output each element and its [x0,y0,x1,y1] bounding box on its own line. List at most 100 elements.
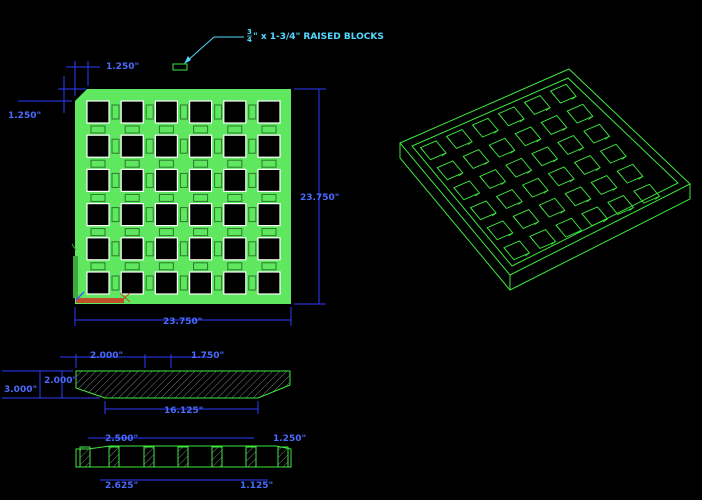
iso-block-edge [441,152,447,157]
iso-block-edge [600,150,606,157]
iso-block-cell [557,135,585,155]
plan-rib-h [248,207,257,223]
iso-block-edge [581,213,587,219]
iso-block-cell [531,146,559,167]
dim-plan-width: 23.750" [163,317,202,327]
iso-block-edge [588,115,594,120]
plan-rib-v [261,228,277,237]
callout-frac-num: 3 [247,28,252,36]
iso-block-edge [543,189,549,194]
iso-block-edge [552,158,558,163]
section-view: 2.000" 1.750" 3.000" 2.000" 16.125" [2,351,291,416]
callout-leader [185,36,215,63]
plan-rib-v [124,193,140,202]
plan-rib-h [179,138,188,154]
iso-block-cell [555,217,583,238]
dim-block-top-left: 2.500" [105,434,138,444]
iso-block-edge [628,207,634,212]
iso-block-edge [479,176,485,182]
plan-rib-h [111,207,120,223]
iso-block-edge [574,162,580,168]
dim-section-left-outer: 3.000" [4,385,37,395]
plan-block-inner [158,138,175,155]
plan-dimensions [18,61,326,326]
iso-block-edge [633,190,639,197]
plan-block-inner [158,104,175,120]
iso-block-cell [436,160,464,181]
plan-rib-v [227,159,243,168]
plan-rib-v [193,193,209,202]
iso-block-cell [486,220,514,241]
plan-block-inner [124,275,141,291]
section-profile [75,370,291,399]
plan-rib-v [158,193,174,202]
iso-block-grid [419,83,661,261]
plan-rib-v [261,159,277,168]
plan-block-inner [192,206,209,223]
block-section-block [177,446,189,468]
callout-label: " x 1-3/4" RAISED BLOCKS [253,32,384,42]
plan-block-inner [261,206,277,223]
plan-block-inner [192,275,209,291]
block-section-block [245,446,257,468]
plan-rib-h [179,241,188,257]
plan-block-inner [158,275,175,291]
plan-block-inner [124,172,141,189]
iso-block-edge [638,175,644,180]
iso-block-edge [503,247,509,253]
plan-block-inner [90,104,106,120]
iso-block-edge [612,187,618,192]
plan-rib-v [90,125,106,134]
plan-block-inner [90,138,106,155]
plan-block-inner [192,104,209,120]
iso-block-edge [560,209,566,214]
iso-block-edge [526,169,532,174]
plan-rib-h [248,138,257,154]
iso-block-cell [549,83,577,104]
iso-block-cell [590,175,618,195]
iso-block-edge [436,167,442,173]
block-section-block [143,446,155,468]
iso-block-edge [498,113,504,119]
plan-view: 1.250" 1.250" 23.750" 23.750" [8,61,339,327]
block-section-block [79,446,91,468]
iso-block-edge [517,201,523,206]
iso-block-edge [470,207,476,213]
plan-rib-v [158,159,174,168]
iso-block-edge [550,241,556,246]
iso-block-cell [462,149,490,169]
iso-block-edge [500,181,506,186]
iso-block-edge [496,196,502,202]
plan-rib-v [124,228,140,237]
plan-rib-h [248,241,257,257]
iso-block-edge [550,90,556,97]
block-section-view: 2.500" 1.250" 2.625" 1.125" [75,434,306,491]
plan-rib-v [193,159,209,168]
iso-block-edge [524,252,530,257]
block-section-block [277,446,289,468]
iso-block-edge [545,107,551,112]
plan-block-inner [192,172,209,189]
iso-block-cell [583,123,611,144]
plan-rib-v [158,125,174,134]
iso-block-cell [514,126,542,147]
plan-rib-h [214,207,223,223]
plan-block-inner [226,138,243,155]
iso-block-edge [474,192,480,197]
iso-block-cell [547,166,575,187]
iso-block-cell [471,117,499,138]
plan-block-inner [124,138,141,155]
iso-block-edge [571,95,577,100]
iso-block-edge [484,161,490,166]
iso-block-edge [446,136,452,142]
plan-rib-h [248,275,257,291]
iso-block-cell [453,180,481,201]
plan-rib-h [111,275,120,291]
iso-block-edge [472,124,478,131]
iso-block-cell [523,95,551,115]
iso-block-edge [453,187,459,193]
iso-block-edge [583,130,589,137]
iso-block-cell [633,183,661,204]
plan-rib-v [261,262,277,271]
iso-block-cell [419,140,447,161]
